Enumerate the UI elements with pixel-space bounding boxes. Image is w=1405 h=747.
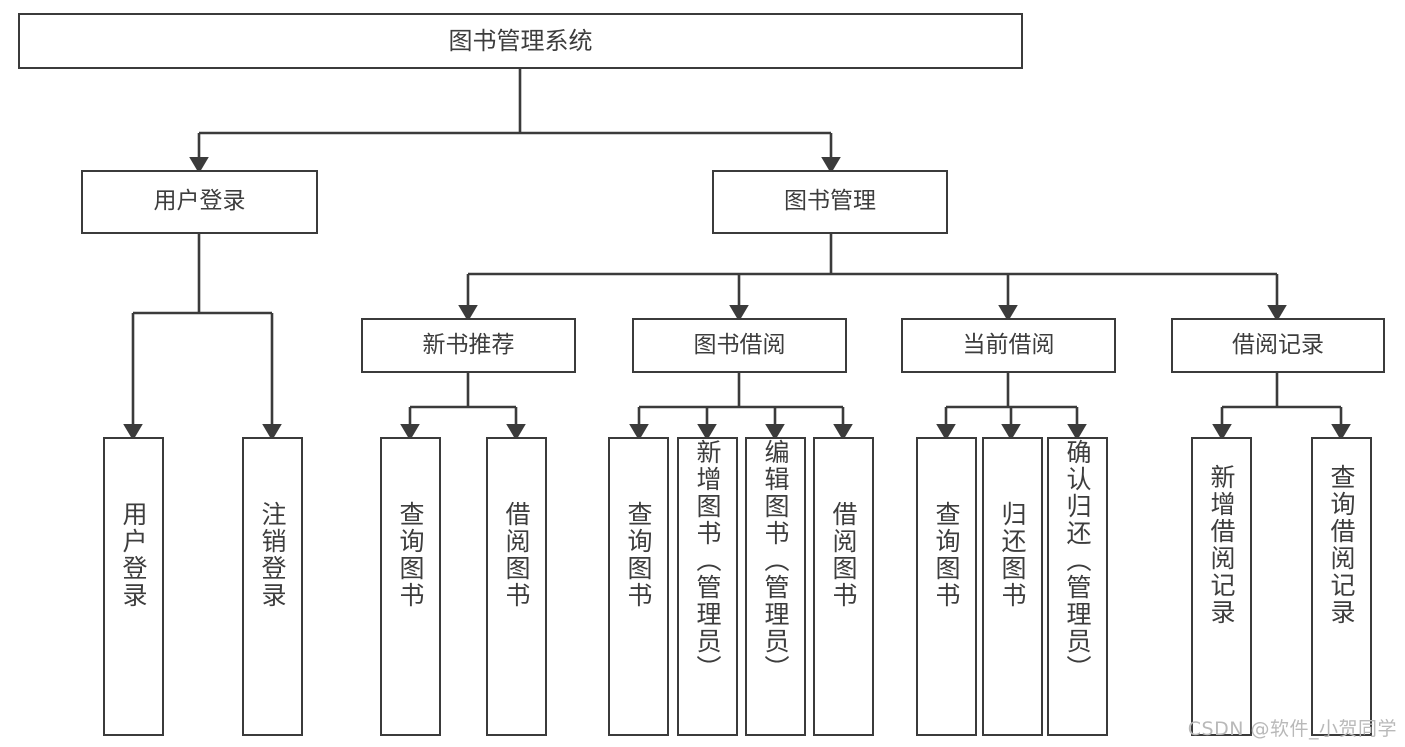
node-leaf-logout-login[interactable]: 注销登录 (242, 437, 303, 736)
node-label: 注销登录 (258, 501, 287, 609)
node-label: 用户登录 (119, 501, 148, 609)
node-leaf-query-book-borrow[interactable]: 查询图书 (608, 437, 669, 736)
node-label: 用户登录 (153, 188, 246, 215)
node-label: 查询图书 (396, 501, 425, 609)
node-label: 新书推荐 (422, 331, 515, 358)
node-label: 新增借阅记录 (1207, 464, 1236, 626)
node-new-book-recommend[interactable]: 新书推荐 (361, 318, 576, 373)
node-root-system[interactable]: 图书管理系统 (18, 13, 1023, 69)
node-leaf-user-login[interactable]: 用户登录 (103, 437, 164, 736)
node-book-borrow[interactable]: 图书借阅 (632, 318, 847, 373)
node-leaf-query-book-recommend[interactable]: 查询图书 (380, 437, 441, 736)
watermark-text: CSDN @软件_小贺同学 (1187, 718, 1397, 740)
node-leaf-add-borrow-record[interactable]: 新增借阅记录 (1191, 437, 1252, 736)
node-label: 图书管理 (784, 188, 876, 215)
node-label: 借阅记录 (1232, 331, 1324, 358)
node-label: 编辑图书（管理员） (761, 439, 790, 682)
node-leaf-confirm-return-admin[interactable]: 确认归还（管理员） (1047, 437, 1108, 736)
node-label: 图书借阅 (693, 331, 786, 358)
node-leaf-query-borrow-record[interactable]: 查询借阅记录 (1311, 437, 1372, 736)
node-leaf-edit-book-admin[interactable]: 编辑图书（管理员） (745, 437, 806, 736)
node-label: 借阅图书 (502, 501, 531, 609)
node-borrow-record[interactable]: 借阅记录 (1171, 318, 1385, 373)
node-label: 查询借阅记录 (1327, 464, 1356, 626)
node-leaf-return-book[interactable]: 归还图书 (982, 437, 1043, 736)
node-label: 当前借阅 (962, 331, 1055, 358)
node-label: 查询图书 (932, 501, 961, 609)
node-user-login[interactable]: 用户登录 (81, 170, 318, 234)
node-label: 查询图书 (624, 501, 653, 609)
node-label: 借阅图书 (829, 501, 858, 609)
node-leaf-borrow-book[interactable]: 借阅图书 (813, 437, 874, 736)
node-label: 新增图书（管理员） (693, 439, 722, 682)
node-label: 确认归还（管理员） (1063, 439, 1092, 682)
node-current-borrow[interactable]: 当前借阅 (901, 318, 1116, 373)
node-label: 归还图书 (998, 501, 1027, 609)
node-label: 图书管理系统 (448, 26, 593, 55)
node-leaf-add-book-admin[interactable]: 新增图书（管理员） (677, 437, 738, 736)
node-leaf-borrow-book-recommend[interactable]: 借阅图书 (486, 437, 547, 736)
node-leaf-query-book-current[interactable]: 查询图书 (916, 437, 977, 736)
node-book-manage[interactable]: 图书管理 (712, 170, 948, 234)
